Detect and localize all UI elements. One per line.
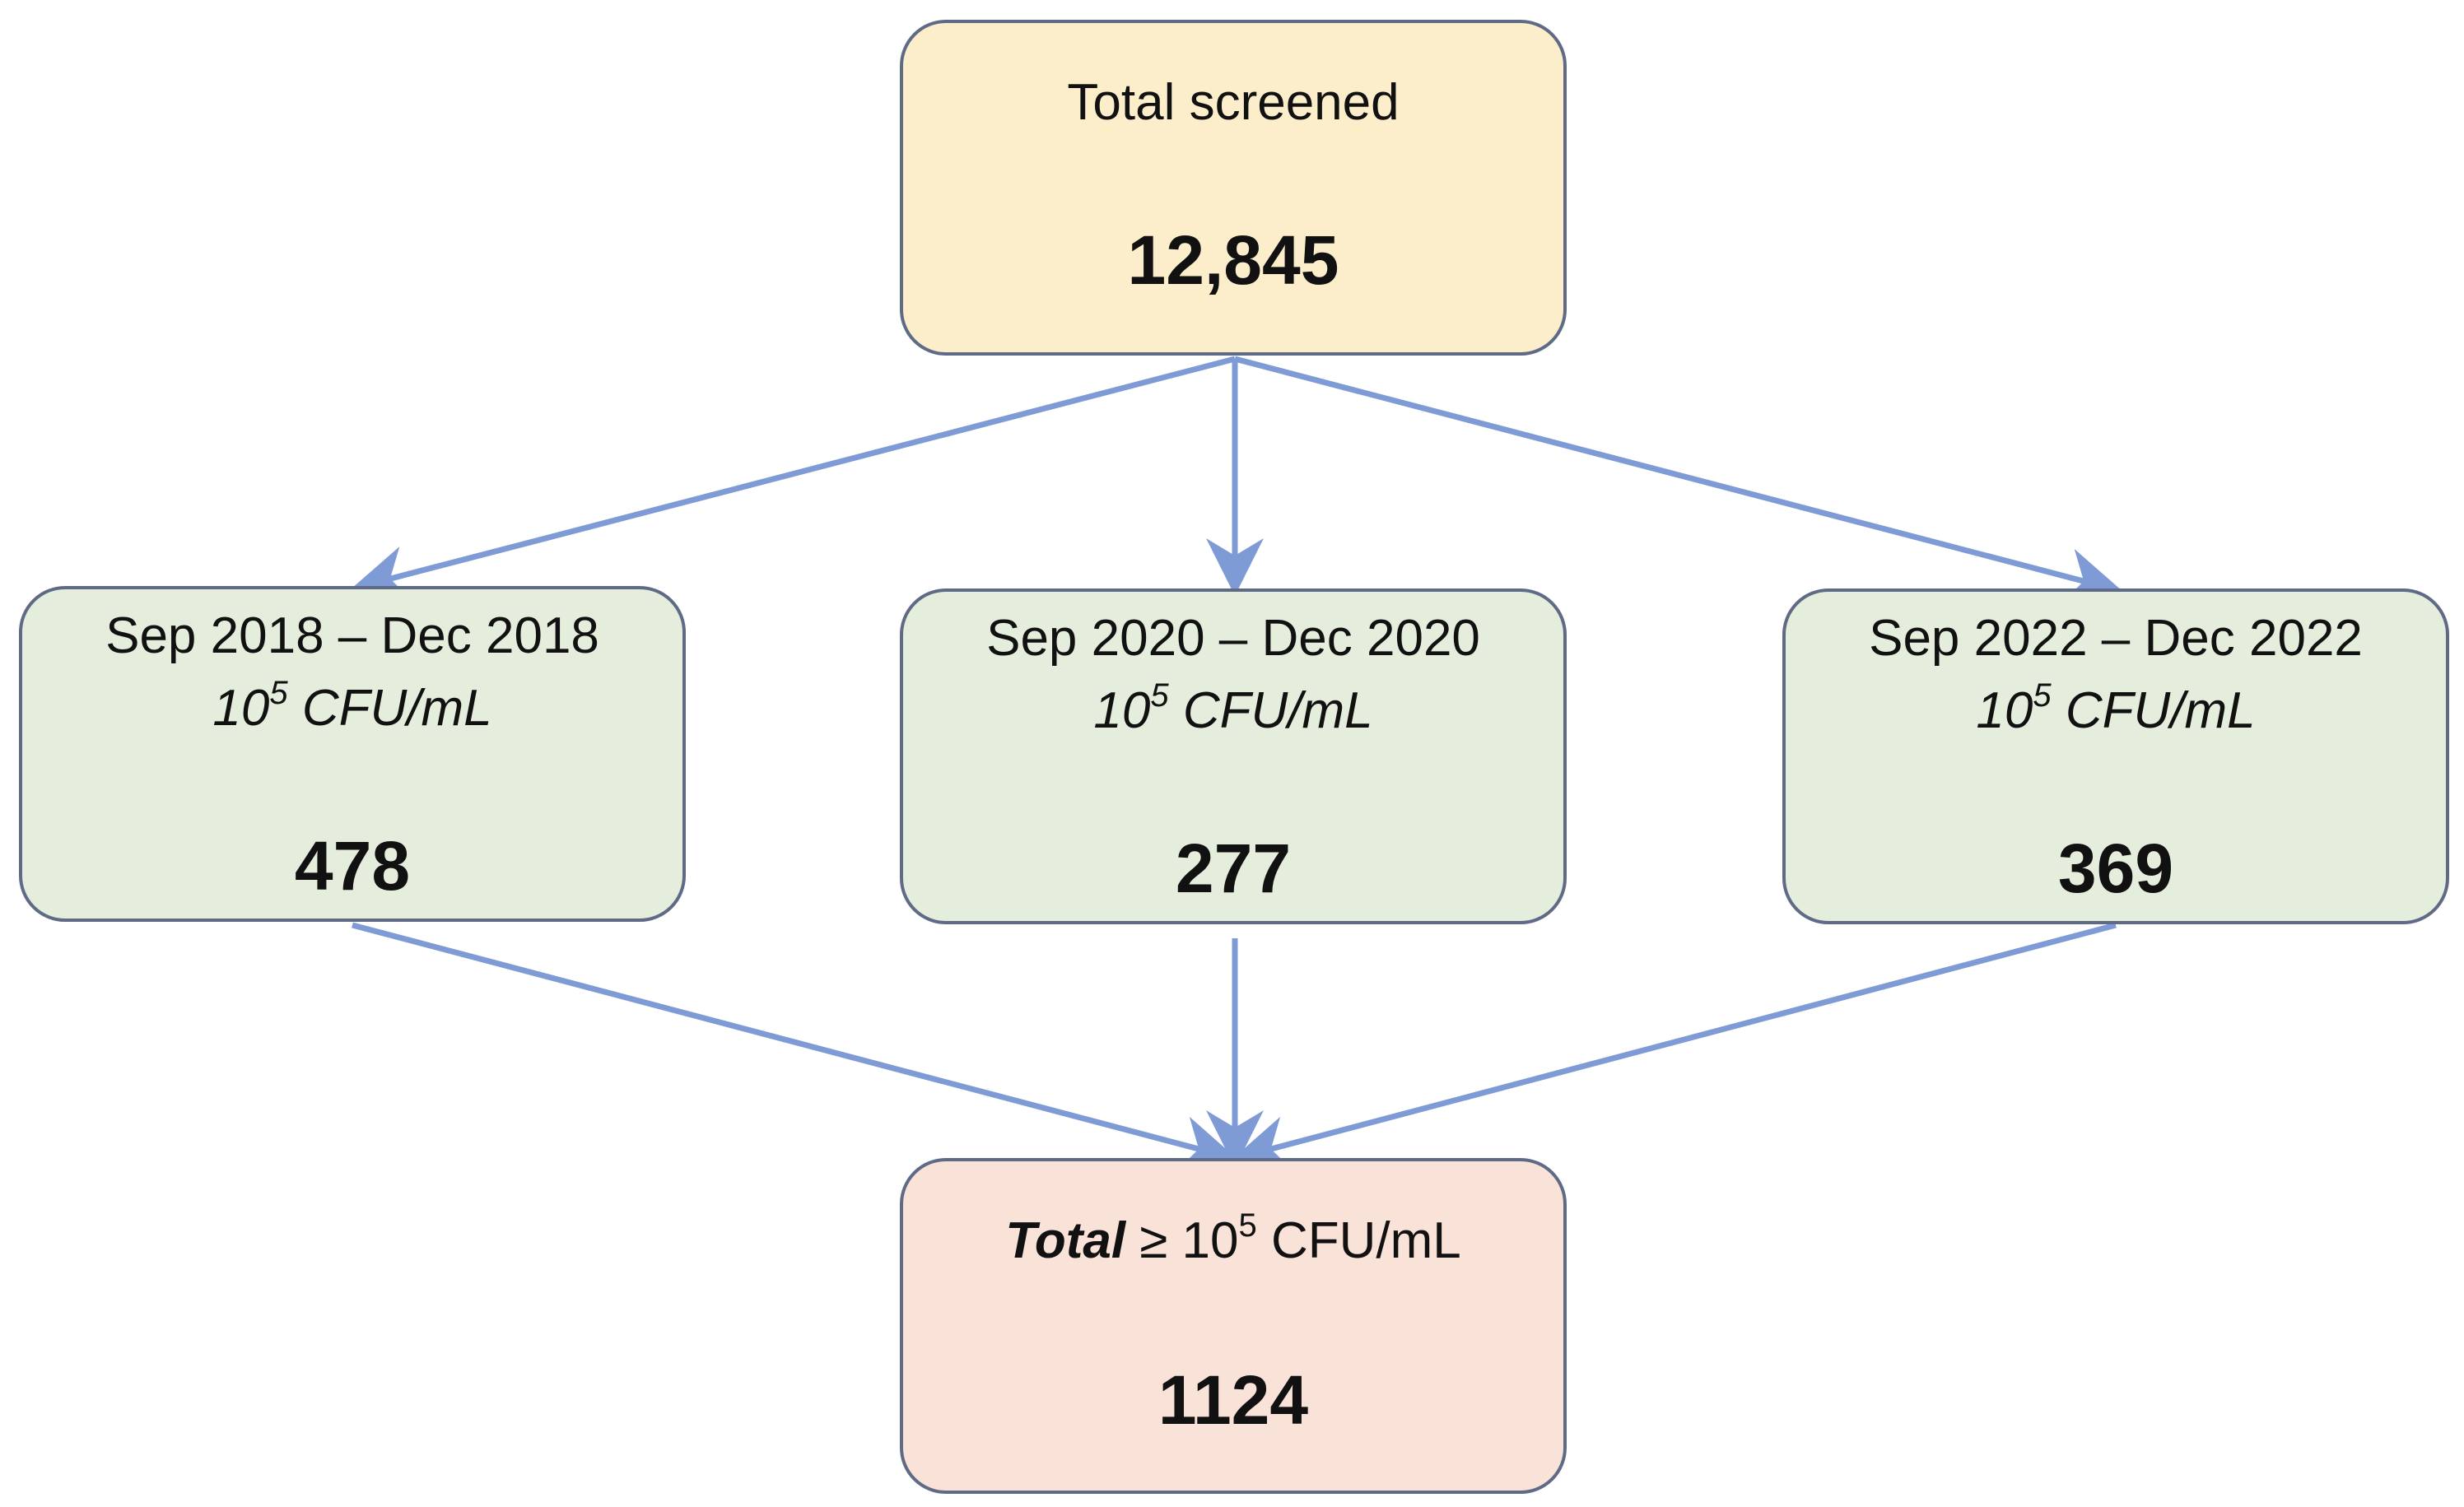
total-screened-label: Total screened — [1067, 74, 1400, 131]
arrow-top-to-2018 — [351, 356, 1236, 602]
arrow-2018-to-total — [352, 922, 1238, 1173]
period-value: 478 — [294, 827, 411, 905]
arrow-top-to-2022 — [1234, 356, 2123, 605]
total-screened-value: 12,845 — [1127, 221, 1339, 299]
period-box-2022: Sep 2022 – Dec 2022 105 CFU/mL 369 — [1782, 588, 2449, 924]
period-box-2018: Sep 2018 – Dec 2018 105 CFU/mL 478 — [19, 586, 686, 922]
period-threshold: 105 CFU/mL — [1976, 677, 2256, 739]
period-threshold: 105 CFU/mL — [1093, 677, 1373, 739]
period-label: Sep 2018 – Dec 2018 — [105, 607, 599, 664]
period-label: Sep 2022 – Dec 2022 — [1869, 610, 2363, 667]
total-threshold-label: Total ≥ 105 CFU/mL — [1005, 1207, 1461, 1269]
period-label: Sep 2020 – Dec 2020 — [986, 610, 1480, 667]
total-threshold-value: 1124 — [1157, 1361, 1309, 1439]
period-threshold: 105 CFU/mL — [212, 675, 492, 737]
arrow-2022-to-total — [1232, 922, 2117, 1173]
total-screened-box: Total screened 12,845 — [900, 20, 1567, 356]
total-emphasis: Total — [1005, 1212, 1126, 1269]
period-value: 369 — [2057, 830, 2174, 907]
total-threshold-box: Total ≥ 105 CFU/mL 1124 — [900, 1158, 1567, 1494]
period-value: 277 — [1175, 830, 1292, 907]
period-box-2020: Sep 2020 – Dec 2020 105 CFU/mL 277 — [900, 588, 1567, 924]
